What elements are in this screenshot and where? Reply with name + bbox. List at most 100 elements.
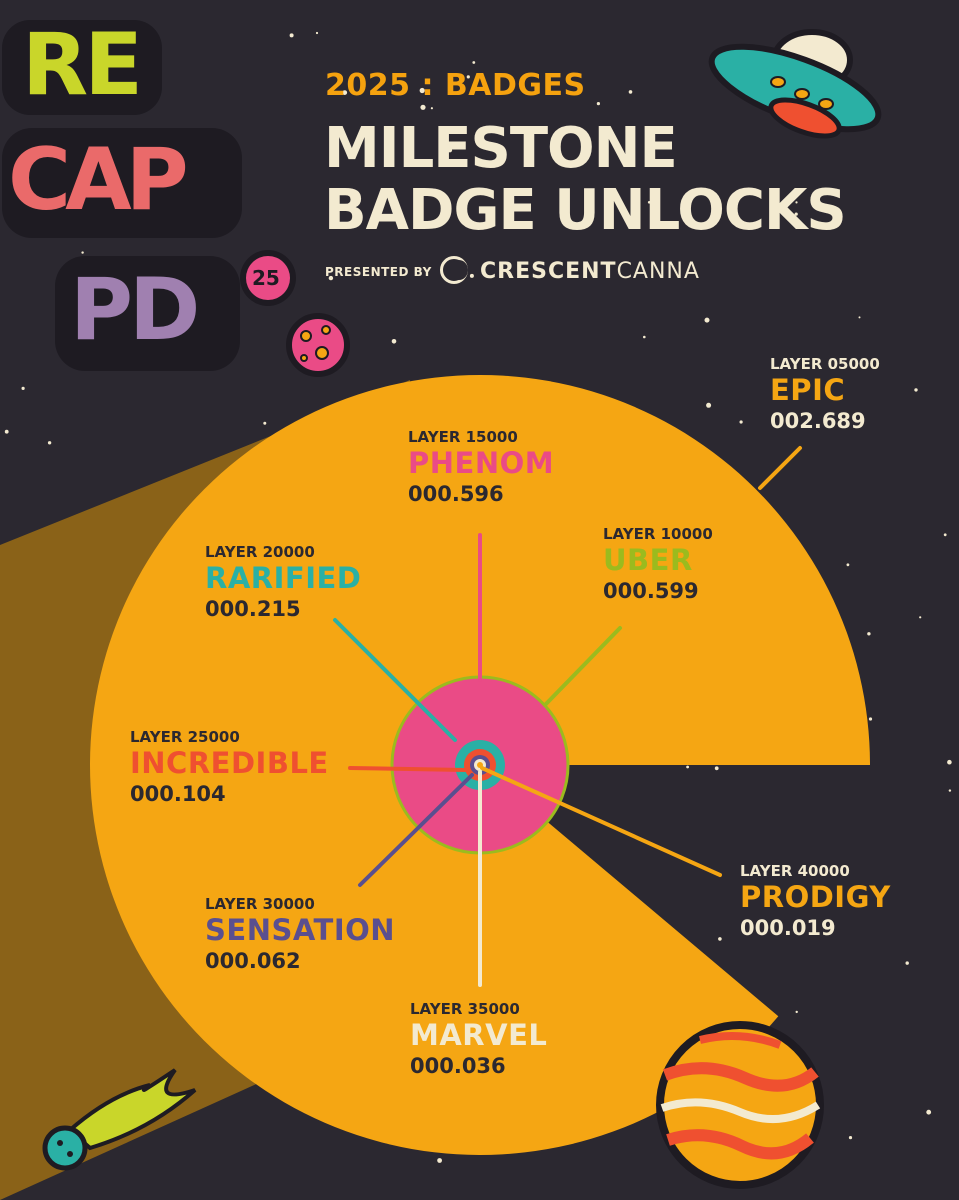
label-phenom-layer: LAYER 15000 (408, 428, 518, 446)
star (370, 218, 376, 223)
star (795, 1010, 798, 1014)
label-prodigy-layer: LAYER 40000 (740, 862, 850, 880)
star (714, 766, 719, 771)
label-sensation: LAYER 30000 SENSATION 000.062 (205, 895, 395, 975)
star (466, 75, 470, 79)
star (469, 273, 474, 278)
star (21, 386, 25, 390)
leader-line-incredible (348, 766, 467, 772)
star (263, 421, 267, 425)
leader-line-epic (758, 446, 802, 490)
ufo-icon (708, 29, 882, 139)
star (905, 961, 909, 965)
crescent-icon (440, 256, 468, 284)
label-uber: LAYER 10000 UBER 000.599 (603, 525, 713, 605)
label-incredible: LAYER 25000 INCREDIBLE 000.104 (130, 728, 329, 808)
leader-line-rarified (333, 618, 457, 742)
label-rarified-name: RARIFIED (205, 561, 362, 595)
label-phenom-name: PHENOM (408, 446, 555, 480)
label-phenom: LAYER 15000 PHENOM 000.596 (408, 428, 554, 508)
star (596, 102, 601, 106)
page-title-line-1: MILESTONE (324, 116, 678, 181)
star (430, 107, 433, 110)
star (914, 388, 918, 392)
sponsor-brand-light: CANNA (616, 259, 700, 284)
star (868, 717, 873, 721)
label-incredible-layer: LAYER 25000 (130, 728, 240, 746)
label-marvel-value: 000.036 (410, 1054, 506, 1078)
label-rarified: LAYER 20000 RARIFIED 000.215 (205, 543, 361, 623)
star (47, 441, 52, 445)
star (947, 759, 952, 765)
presented-by-label: PRESENTED BY (325, 265, 432, 279)
star (718, 937, 722, 941)
label-marvel: LAYER 35000 MARVEL 000.036 (410, 1000, 547, 1080)
label-marvel-layer: LAYER 35000 (410, 1000, 520, 1018)
label-marvel-name: MARVEL (410, 1018, 548, 1052)
star (943, 533, 947, 537)
leader-lines (333, 446, 802, 987)
star (706, 402, 712, 408)
star (794, 212, 798, 216)
label-prodigy-name: PRODIGY (740, 880, 891, 914)
star (342, 90, 348, 95)
label-epic-name: EPIC (770, 373, 846, 407)
label-sensation-name: SENSATION (205, 913, 396, 947)
label-epic: LAYER 05000 EPIC 002.689 (770, 355, 880, 435)
star (315, 31, 319, 35)
star (624, 161, 628, 165)
logo-recap-cap: CAP (8, 130, 189, 230)
label-uber-value: 000.599 (603, 579, 699, 603)
label-phenom-value: 000.596 (408, 482, 504, 506)
leader-line-prodigy (480, 766, 722, 877)
star (437, 1158, 442, 1163)
leader-line-sensation (358, 773, 474, 887)
sponsor-brand: CRESCENTCANNA (480, 259, 700, 284)
label-uber-name: UBER (603, 543, 693, 577)
star (867, 632, 871, 636)
label-epic-layer: LAYER 05000 (770, 355, 880, 373)
logo-recap-re: RE (22, 15, 143, 115)
label-incredible-value: 000.104 (130, 782, 226, 806)
star (628, 90, 633, 94)
label-rarified-value: 000.215 (205, 597, 301, 621)
star (647, 201, 651, 204)
header-kicker: 2025 : BADGES (325, 68, 586, 103)
star (420, 104, 426, 110)
star (846, 563, 850, 567)
label-sensation-value: 000.062 (205, 949, 301, 973)
logo-recap-pd: PD (70, 260, 200, 360)
label-epic-value: 002.689 (770, 409, 866, 433)
star (472, 61, 476, 64)
label-prodigy: LAYER 40000 PRODIGY 000.019 (740, 862, 891, 942)
star (948, 789, 952, 792)
star (848, 1136, 853, 1140)
star (447, 147, 453, 153)
sponsor-brand-bold: CRESCENT (480, 259, 617, 284)
planet-icon (656, 1021, 824, 1189)
star (739, 420, 743, 424)
star (919, 616, 922, 619)
star (926, 1109, 932, 1115)
logo-year-badge: 25 (252, 266, 280, 290)
label-rarified-layer: LAYER 20000 (205, 543, 315, 561)
label-prodigy-value: 000.019 (740, 916, 836, 940)
leader-line-uber (543, 626, 622, 707)
star (795, 201, 798, 204)
star (419, 87, 425, 94)
recap-logo-shadow (2, 20, 296, 371)
star (686, 765, 689, 769)
star (704, 317, 710, 323)
label-incredible-name: INCREDIBLE (130, 746, 329, 780)
star (4, 429, 9, 434)
comet-icon (42, 1068, 197, 1171)
star (858, 316, 861, 319)
label-uber-layer: LAYER 10000 (603, 525, 713, 543)
moon-icon (286, 313, 350, 377)
star (643, 335, 646, 339)
page-title-line-2: BADGE UNLOCKS (324, 178, 847, 243)
star (328, 275, 334, 281)
star (289, 33, 294, 38)
